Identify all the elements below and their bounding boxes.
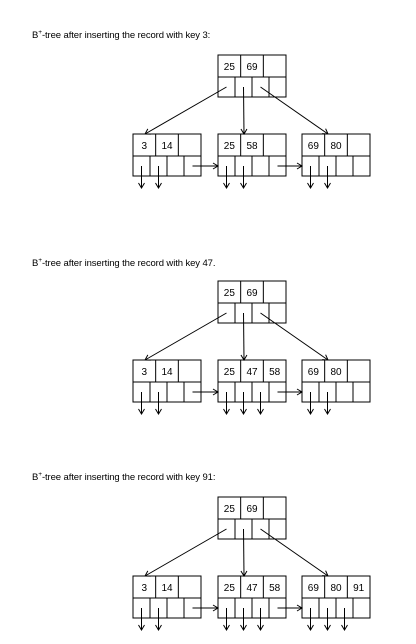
- record-pointer-1-1-head: [138, 182, 145, 189]
- caption-1: B+-tree after inserting the record with …: [32, 29, 211, 41]
- leaf-node-1-key-2: 14: [161, 583, 173, 594]
- caption-2-b: B: [32, 258, 39, 269]
- root-child-pointer-1: [144, 312, 227, 361]
- record-pointer-2-3-head: [257, 408, 264, 415]
- record-pointer-3-2-head: [324, 182, 331, 189]
- leaf-node-2-key-2: 58: [246, 141, 258, 152]
- leaf-sibling-pointer-2-head: [296, 388, 303, 396]
- root-child-pointer-1-head: [144, 128, 151, 135]
- leaf-node-3-key-3: 91: [353, 583, 365, 594]
- record-pointer-2-1-head: [223, 408, 230, 415]
- caption-3-b: B: [32, 472, 39, 483]
- leaf-node-1-key-1: 3: [142, 141, 148, 152]
- record-pointer-3-1-head: [307, 182, 314, 189]
- root-child-pointer-3: [260, 86, 329, 135]
- root-child-pointer-2-head: [240, 354, 248, 361]
- bplus-tree-diagram-1: 25 69 3 14 25 58 69 80: [132, 54, 371, 189]
- root-node-key-2: 69: [246, 288, 258, 299]
- leaf-node-3-key-2: 80: [330, 141, 342, 152]
- leaf-node-3-key-1: 69: [308, 141, 320, 152]
- root-child-pointer-3: [260, 528, 329, 577]
- root-child-pointer-1-head: [144, 354, 151, 361]
- bplus-tree-diagram-3: 25 69 3 14 25 47 58 69 80 91: [132, 496, 371, 631]
- root-node-key-2: 69: [246, 504, 258, 515]
- caption-3: B+-tree after inserting the record with …: [32, 471, 216, 483]
- caption-1-sup: +: [38, 29, 42, 36]
- root-node-key-1: 25: [224, 504, 236, 515]
- record-pointer-2-3-head: [257, 624, 264, 631]
- record-pointer-2-2-head: [240, 182, 247, 189]
- leaf-node-3-key-1: 69: [308, 583, 320, 594]
- record-pointer-1-1-head: [138, 624, 145, 631]
- leaf-sibling-pointer-1-head: [212, 162, 219, 170]
- leaf-node-1-key-2: 14: [161, 141, 173, 152]
- root-child-pointer-3-head: [322, 354, 329, 361]
- record-pointer-2-2-head: [240, 408, 247, 415]
- root-child-pointer-2: [243, 528, 245, 577]
- root-child-pointer-2-head: [240, 128, 248, 135]
- record-pointer-3-1-head: [307, 408, 314, 415]
- record-pointer-2-1-head: [223, 624, 230, 631]
- leaf-node-3-key-2: 80: [330, 367, 342, 378]
- record-pointer-1-1-head: [138, 408, 145, 415]
- root-child-pointer-1: [144, 528, 227, 577]
- root-child-pointer-2: [243, 312, 245, 361]
- leaf-node-2-key-1: 25: [224, 367, 236, 378]
- root-child-pointer-1: [144, 86, 227, 135]
- root-child-pointer-3-head: [322, 570, 329, 577]
- record-pointer-1-2-head: [155, 624, 162, 631]
- leaf-node-2-key-1: 25: [224, 141, 236, 152]
- root-child-pointer-2: [243, 86, 245, 135]
- leaf-sibling-pointer-1-head: [212, 388, 219, 396]
- leaf-node-1-key-2: 14: [161, 367, 173, 378]
- record-pointer-3-2-head: [324, 624, 331, 631]
- bplus-tree-diagram-2: 25 69 3 14 25 47 58 69 80: [132, 280, 371, 415]
- leaf-sibling-pointer-2-head: [296, 604, 303, 612]
- leaf-sibling-pointer-1-head: [212, 604, 219, 612]
- root-child-pointer-2-head: [240, 570, 248, 577]
- leaf-node-2-key-2: 47: [246, 583, 258, 594]
- record-pointer-1-2-head: [155, 408, 162, 415]
- root-node-key-1: 25: [224, 288, 236, 299]
- caption-3-text: -tree after inserting the record with ke…: [41, 472, 216, 483]
- caption-1-text: -tree after inserting the record with ke…: [41, 30, 211, 41]
- leaf-node-2-key-1: 25: [224, 583, 236, 594]
- leaf-node-2-key-2: 47: [246, 367, 258, 378]
- caption-3-sup: +: [38, 471, 42, 478]
- leaf-node-1-key-1: 3: [142, 367, 148, 378]
- leaf-node-3-key-1: 69: [308, 367, 320, 378]
- root-child-pointer-3: [260, 312, 329, 361]
- leaf-node-2-key-3: 58: [269, 367, 281, 378]
- caption-2-sup: +: [38, 257, 42, 264]
- leaf-sibling-pointer-2-head: [296, 162, 303, 170]
- record-pointer-2-1-head: [223, 182, 230, 189]
- root-node-key-1: 25: [224, 62, 236, 73]
- caption-2-text: -tree after inserting the record with ke…: [41, 258, 216, 269]
- root-child-pointer-1-head: [144, 570, 151, 577]
- record-pointer-2-2-head: [240, 624, 247, 631]
- leaf-node-1-key-1: 3: [142, 583, 148, 594]
- record-pointer-3-1-head: [307, 624, 314, 631]
- record-pointer-3-3-head: [341, 624, 348, 631]
- caption-1-b: B: [32, 30, 39, 41]
- record-pointer-3-2-head: [324, 408, 331, 415]
- leaf-node-2-key-3: 58: [269, 583, 281, 594]
- leaf-node-3-key-2: 80: [330, 583, 342, 594]
- caption-2: B+-tree after inserting the record with …: [32, 257, 216, 269]
- root-child-pointer-3-head: [322, 128, 329, 135]
- root-node-key-2: 69: [246, 62, 258, 73]
- record-pointer-1-2-head: [155, 182, 162, 189]
